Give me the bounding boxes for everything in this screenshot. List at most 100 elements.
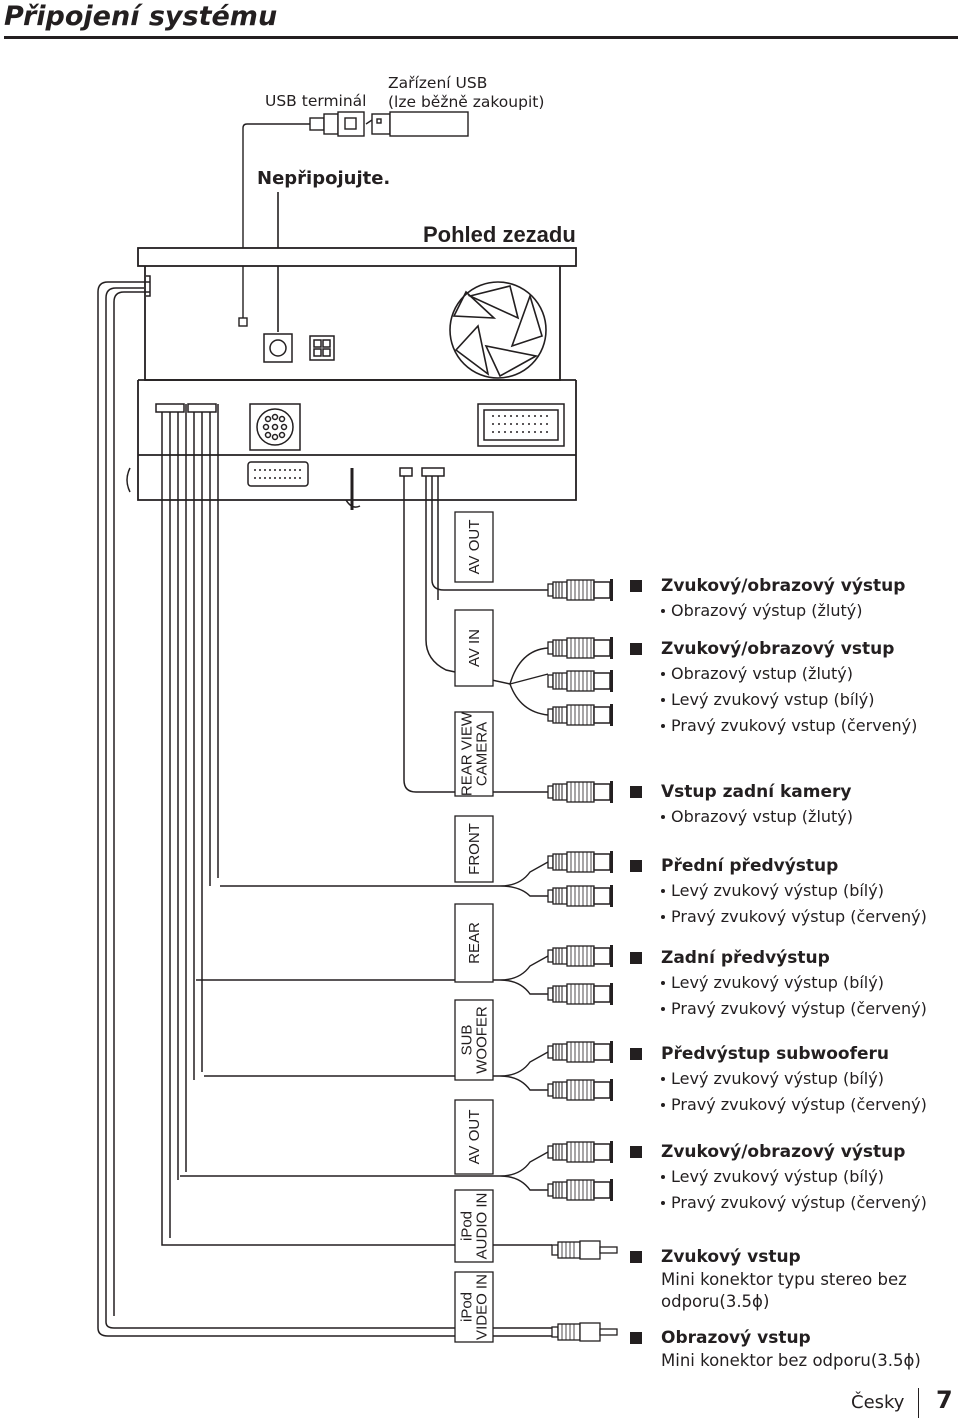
- legend-section-title: Předvýstup subwooferu: [661, 1044, 890, 1064]
- mini-jack-plugs: [551, 1240, 618, 1342]
- legend-section-title: Zadní předvýstup: [661, 948, 830, 968]
- legend-item: Obrazový vstup (žlutý): [661, 804, 955, 830]
- legend-item-text: Obrazový vstup (žlutý): [671, 664, 854, 683]
- legend-item: Levý zvukový výstup (bílý): [661, 878, 955, 904]
- legend-item: Obrazový vstup (žlutý): [661, 661, 955, 687]
- legend-item: Levý zvukový vstup (bílý): [661, 687, 955, 713]
- legend-item-text: Levý zvukový výstup (bílý): [671, 881, 884, 900]
- bullet-square-icon: [630, 952, 642, 964]
- bullet-square-icon: [630, 786, 642, 798]
- legend-item-text: Pravý zvukový vstup (červený): [671, 716, 918, 735]
- legend-item: Pravý zvukový výstup (červený): [661, 1092, 955, 1118]
- legend-item-text: Levý zvukový vstup (bílý): [671, 690, 875, 709]
- usb-plug-icon: [238, 111, 373, 327]
- legend-item-text: Pravý zvukový výstup (červený): [671, 1193, 927, 1212]
- bullet-dot-icon: [661, 1076, 665, 1081]
- footer-language: Česky: [851, 1392, 905, 1413]
- legend-item-text: Pravý zvukový výstup (červený): [671, 999, 927, 1018]
- bullet-square-icon: [630, 1146, 642, 1158]
- legend-item-text: Levý zvukový výstup (bílý): [671, 973, 884, 992]
- antenna-jack-icon: [263, 333, 293, 363]
- legend-description: Mini konektor bez odporu(3.5ϕ): [661, 1351, 921, 1370]
- page-number: 7: [936, 1386, 953, 1414]
- bullet-square-icon: [630, 1251, 642, 1263]
- bullet-square-icon: [630, 580, 642, 592]
- usb-device-label-1: Zařízení USB: [388, 74, 487, 92]
- legend-item-text: Obrazový vstup (žlutý): [671, 807, 854, 826]
- fan-icon: [449, 281, 547, 379]
- bullet-square-icon: [630, 1048, 642, 1060]
- cable-label-5-0: SUB: [459, 1025, 476, 1056]
- bullet-dot-icon: [661, 697, 665, 702]
- bullet-dot-icon: [661, 1006, 665, 1011]
- legend-item: Pravý zvukový výstup (červený): [661, 1190, 955, 1216]
- legend-item-text: Pravý zvukový výstup (červený): [671, 907, 927, 926]
- usb-terminal-label: USB terminál: [265, 92, 367, 110]
- power-connector-icon: [247, 461, 309, 487]
- legend-item: Pravý zvukový výstup (červený): [661, 996, 955, 1022]
- bullet-dot-icon: [661, 914, 665, 919]
- left-cable-bundle: [97, 275, 552, 1337]
- footer-separator: [918, 1388, 919, 1418]
- legend-section-title: Zvukový/obrazový výstup: [661, 1142, 906, 1162]
- cable-label-3-0: FRONT: [466, 823, 483, 875]
- bullet-dot-icon: [661, 723, 665, 728]
- cable-label-8-0: iPod: [459, 1292, 476, 1322]
- cable-label-4-0: REAR: [466, 922, 483, 964]
- legend-section-title: Obrazový vstup: [661, 1328, 811, 1348]
- head-unit-rear: [137, 247, 577, 501]
- rca-plugs: [547, 578, 614, 1202]
- din-connector-icon: [249, 403, 301, 451]
- cable-label-5-1: WOOFER: [474, 1006, 491, 1074]
- do-not-connect-label: Nepřipojujte.: [257, 168, 390, 189]
- right-cable-bundle: [126, 467, 511, 793]
- legend-description: odporu(3.5ϕ): [661, 1292, 770, 1311]
- legend-section-title: Zvukový/obrazový výstup: [661, 576, 906, 596]
- legend-section-title: Zvukový vstup: [661, 1247, 801, 1267]
- legend-item: Pravý zvukový vstup (červený): [661, 713, 955, 739]
- legend-item-text: Levý zvukový výstup (bílý): [671, 1069, 884, 1088]
- usb-device-icon: [371, 111, 469, 137]
- legend-section-title: Přední předvýstup: [661, 856, 839, 876]
- bullet-dot-icon: [661, 608, 665, 613]
- multi-pin-connector-icon: [477, 403, 565, 447]
- cable-label-6-0: AV OUT: [466, 1110, 483, 1165]
- legend-item: Levý zvukový výstup (bílý): [661, 1066, 955, 1092]
- title-rule: [4, 36, 958, 39]
- legend-item-text: Pravý zvukový výstup (červený): [671, 1095, 927, 1114]
- bullet-dot-icon: [661, 1174, 665, 1179]
- fuse-block-icon: [309, 335, 335, 361]
- cable-to-plug-wires: [180, 589, 549, 1191]
- legend-item-text: Obrazový výstup (žlutý): [671, 601, 863, 620]
- cable-label-7-1: AUDIO IN: [474, 1193, 491, 1260]
- cable-label-2-1: CAMERA: [474, 722, 491, 786]
- bullet-square-icon: [630, 643, 642, 655]
- legend-item: Levý zvukový výstup (bílý): [661, 1164, 955, 1190]
- bullet-dot-icon: [661, 671, 665, 676]
- cable-label-2-0: REAR VIEW: [459, 711, 476, 796]
- cable-label-8-1: VIDEO IN: [474, 1274, 491, 1340]
- legend-item: Obrazový výstup (žlutý): [661, 598, 955, 624]
- legend-item-text: Levý zvukový výstup (bílý): [671, 1167, 884, 1186]
- bullet-dot-icon: [661, 888, 665, 893]
- bullet-square-icon: [630, 1332, 642, 1344]
- cable-label-0-0: AV OUT: [466, 520, 483, 575]
- legend-description: Mini konektor typu stereo bez: [661, 1270, 907, 1289]
- cable-label-boxes: [454, 511, 494, 1343]
- cable-label-7-0: iPod: [459, 1211, 476, 1241]
- rear-view-label: Pohled zezadu: [423, 222, 576, 247]
- legend-item: Pravý zvukový výstup (červený): [661, 904, 955, 930]
- page-title: Připojení systému: [4, 1, 278, 32]
- legend-section-title: Zvukový/obrazový vstup: [661, 639, 895, 659]
